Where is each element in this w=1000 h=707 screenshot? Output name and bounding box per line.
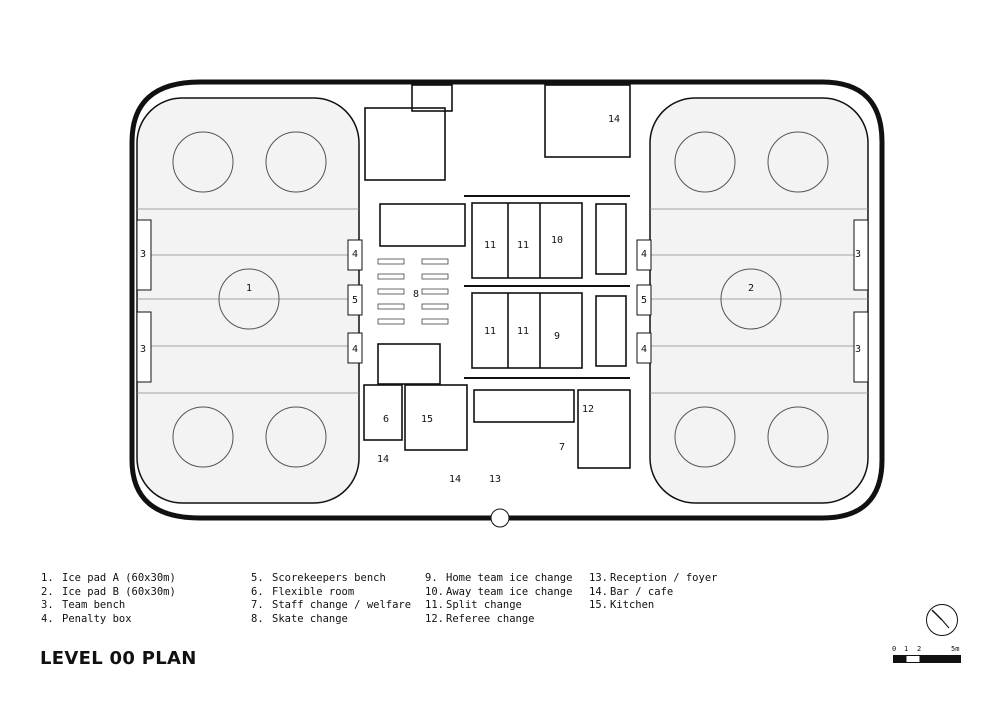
floor-plan: 1 2 3 3 3 3 4 4 4 4 5 5 8 11 11 10 11 11… bbox=[129, 79, 885, 528]
ice-pad-b bbox=[636, 97, 869, 504]
revolving-door bbox=[490, 508, 510, 528]
label-bench-b1: 3 bbox=[855, 249, 861, 260]
label-penalty-a1: 4 bbox=[352, 249, 358, 260]
label-penalty-a2: 4 bbox=[352, 344, 358, 355]
legend-item: 3.Team bench bbox=[41, 599, 126, 612]
label-penalty-b2: 4 bbox=[641, 344, 647, 355]
label-flexible: 6 bbox=[383, 414, 389, 425]
label-away: 10 bbox=[551, 235, 563, 246]
central-core bbox=[363, 84, 631, 469]
legend-item: 7.Staff change / welfare bbox=[251, 599, 412, 612]
label-skate-change: 8 bbox=[413, 289, 419, 300]
north-arrow-icon bbox=[926, 604, 958, 636]
legend-item: 9.Home team ice change bbox=[425, 572, 573, 584]
legend-item: 6.Flexible room bbox=[251, 585, 355, 598]
label-split-3: 11 bbox=[484, 326, 496, 337]
label-scorekeepers-a: 5 bbox=[352, 295, 358, 306]
legend-item: 15.Kitchen bbox=[589, 599, 655, 612]
label-staff: 7 bbox=[559, 442, 565, 453]
label-bench-b2: 3 bbox=[855, 344, 861, 355]
label-kitchen: 15 bbox=[421, 414, 433, 425]
legend-column-1: 1.Ice pad A (60x30m) 2.Ice pad B (60x30m… bbox=[41, 572, 176, 626]
legend-item: 10.Away team ice change bbox=[425, 585, 573, 598]
plan-title: LEVEL 00 PLAN bbox=[40, 648, 197, 669]
label-referee: 12 bbox=[582, 404, 594, 415]
label-bench-a2: 3 bbox=[140, 344, 146, 355]
legend-item: 14.Bar / cafe bbox=[589, 585, 674, 598]
label-rink-b: 2 bbox=[748, 283, 754, 294]
legend-item: 4.Penalty box bbox=[41, 612, 132, 625]
label-split-2: 11 bbox=[517, 240, 529, 251]
legend-item: 5.Scorekeepers bench bbox=[251, 572, 386, 584]
legend-item: 12.Referee change bbox=[425, 612, 535, 625]
legend-column-2: 5.Scorekeepers bench 6.Flexible room 7.S… bbox=[251, 572, 411, 626]
legend-column-4: 13.Reception / foyer 14.Bar / cafe 15.Ki… bbox=[589, 572, 717, 613]
legend-item: 11.Split change bbox=[425, 599, 522, 612]
legend-item: 13.Reception / foyer bbox=[589, 572, 718, 584]
ice-pad-a bbox=[136, 97, 363, 504]
label-home: 9 bbox=[554, 331, 560, 342]
label-scorekeepers-b: 5 bbox=[641, 295, 647, 306]
label-bar-top: 14 bbox=[608, 114, 620, 125]
label-reception: 13 bbox=[489, 474, 501, 485]
label-penalty-b1: 4 bbox=[641, 249, 647, 260]
label-bench-a1: 3 bbox=[140, 249, 146, 260]
legend-item: 1.Ice pad A (60x30m) bbox=[41, 572, 176, 584]
legend-item: 2.Ice pad B (60x30m) bbox=[41, 585, 176, 598]
label-split-4: 11 bbox=[517, 326, 529, 337]
scale-label-5m: 5m bbox=[951, 645, 960, 653]
scale-label-1: 1 bbox=[904, 645, 909, 653]
label-bar-mid: 14 bbox=[449, 474, 461, 485]
label-rink-a: 1 bbox=[246, 283, 252, 294]
scale-label-0: 0 bbox=[892, 645, 897, 653]
skate-change-benches bbox=[377, 258, 449, 325]
label-bar-left: 14 bbox=[377, 454, 389, 465]
building-outline bbox=[129, 79, 885, 521]
legend-column-3: 9.Home team ice change 10.Away team ice … bbox=[425, 572, 572, 626]
legend-item: 8.Skate change bbox=[251, 612, 348, 625]
scale-bar bbox=[893, 655, 961, 663]
label-split-1: 11 bbox=[484, 240, 496, 251]
scale-label-2: 2 bbox=[917, 645, 922, 653]
